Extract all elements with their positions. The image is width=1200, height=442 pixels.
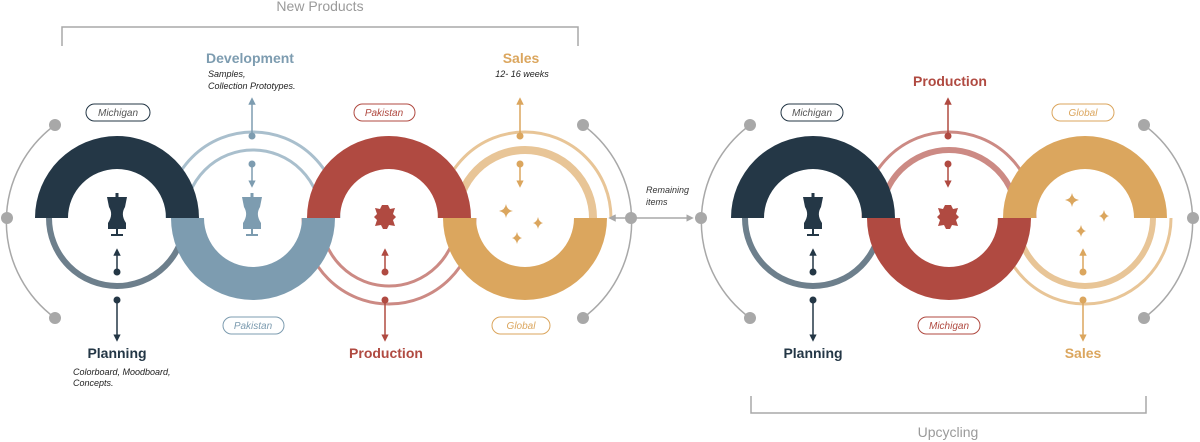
- dress-form-icon: [107, 193, 127, 236]
- production-ring: [867, 218, 1031, 300]
- node: [809, 296, 817, 304]
- production-title: Production: [349, 345, 423, 361]
- development-title: Development: [206, 50, 294, 66]
- development-subtitle-2: Collection Prototypes.: [208, 81, 296, 91]
- arc-node: [1, 212, 13, 224]
- sparkle-icon: [499, 204, 543, 244]
- node: [113, 268, 121, 276]
- arc-node: [625, 212, 637, 224]
- remaining-label-1: Remaining: [646, 185, 689, 195]
- location-pill-michigan: [85, 103, 151, 122]
- sales-title: Sales: [503, 50, 540, 66]
- remaining-label-2: items: [646, 197, 668, 207]
- arc-node: [49, 312, 61, 324]
- planning-subtitle-2: Concepts.: [73, 378, 114, 388]
- sales-inner-ring: [1014, 217, 1156, 289]
- sales-ring: [1003, 136, 1167, 218]
- dress-form-icon: [242, 193, 262, 236]
- node: [944, 160, 952, 168]
- pill-label: Pakistan: [234, 321, 273, 332]
- location-pill-pakistan: [222, 316, 285, 335]
- location-pill-global: [1051, 103, 1115, 122]
- arc-node: [1138, 312, 1150, 324]
- sales-ring: [443, 218, 607, 300]
- new-products-label: New Products: [276, 0, 363, 14]
- leather-hide-icon: [374, 205, 396, 229]
- upcycling-section: Upcycling Michigan Global Michigan: [695, 73, 1199, 440]
- sales-title: Sales: [1065, 345, 1102, 361]
- pill-label: Michigan: [792, 108, 832, 119]
- location-pill-michigan: [780, 103, 844, 122]
- planning-ring: [731, 136, 895, 218]
- planning-title: Planning: [87, 345, 146, 361]
- pill-label: Michigan: [98, 108, 138, 119]
- sales-subtitle: 12- 16 weeks: [495, 69, 549, 79]
- location-pill-pakistan: [353, 103, 416, 122]
- node: [944, 132, 952, 140]
- upcycling-label: Upcycling: [918, 424, 979, 440]
- location-pill-michigan: [917, 316, 981, 335]
- arc-node: [695, 212, 707, 224]
- arc-node: [577, 312, 589, 324]
- production-inner-ring: [319, 217, 459, 288]
- node: [516, 160, 524, 168]
- dress-form-icon: [803, 193, 823, 236]
- development-ring: [171, 218, 335, 300]
- sales-inner-ring: [453, 146, 597, 219]
- pill-label: Pakistan: [365, 108, 404, 119]
- sparkle-icon: [1065, 193, 1109, 237]
- leather-hide-icon: [937, 205, 959, 229]
- node: [381, 268, 389, 276]
- planning-title: Planning: [783, 345, 842, 361]
- node: [248, 132, 256, 140]
- arc-node: [49, 119, 61, 131]
- node: [809, 268, 817, 276]
- arc-node: [577, 119, 589, 131]
- pill-label: Michigan: [929, 321, 969, 332]
- upcycling-bracket: [750, 396, 1147, 414]
- planning-ring: [35, 136, 199, 218]
- node: [248, 160, 256, 168]
- development-subtitle-1: Samples,: [208, 69, 246, 79]
- production-ring: [307, 136, 471, 218]
- arc-node: [1138, 119, 1150, 131]
- planning-subtitle-1: Colorboard, Moodboard,: [73, 367, 171, 377]
- node: [381, 296, 389, 304]
- pill-label: Global: [507, 321, 537, 332]
- location-pill-global: [491, 316, 551, 335]
- arc-node: [1187, 212, 1199, 224]
- node: [516, 132, 524, 140]
- new-products-section: New Products Michigan Pakistan Pakistan: [1, 0, 633, 388]
- pill-label: Global: [1069, 108, 1099, 119]
- arc-node: [744, 119, 756, 131]
- node: [1079, 296, 1087, 304]
- remaining-items-connector: Remaining items: [608, 185, 694, 224]
- new-products-bracket: [61, 26, 579, 46]
- production-title: Production: [913, 73, 987, 89]
- arc-node: [744, 312, 756, 324]
- node: [113, 296, 121, 304]
- node: [1079, 268, 1087, 276]
